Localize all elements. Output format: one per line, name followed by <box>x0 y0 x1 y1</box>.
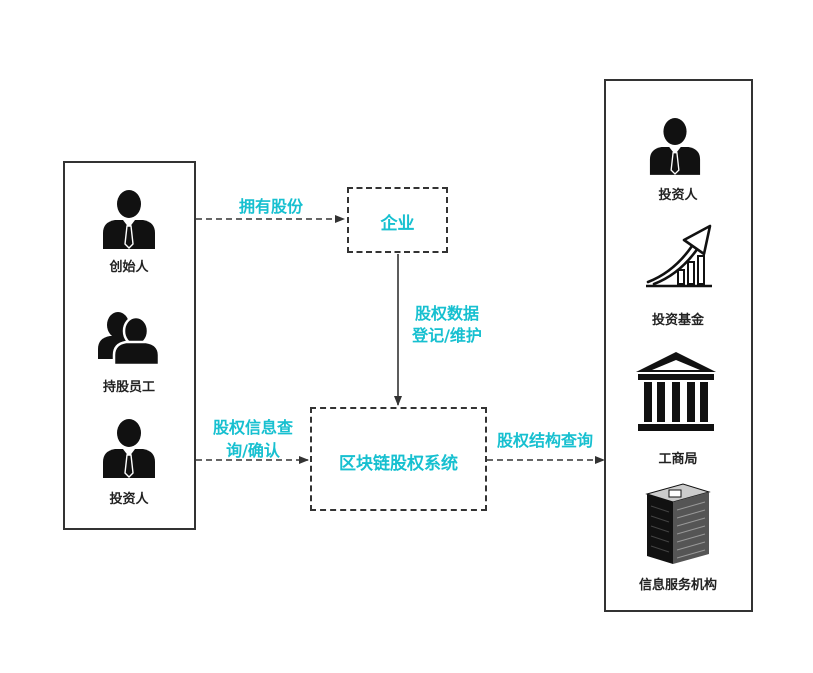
edge-label-query-line1: 股权信息查 <box>212 418 293 437</box>
businessman-icon <box>649 118 701 175</box>
actor-label-founder: 创始人 <box>109 260 149 275</box>
actor-label-investor-left: 投资人 <box>109 492 149 507</box>
edge-label-holds-shares: 拥有股份 <box>238 197 303 216</box>
growth-chart-icon <box>646 224 712 288</box>
edge-label-structure-query: 股权结构查询 <box>496 431 593 450</box>
businessman-icon <box>103 419 155 478</box>
actor-label-investor-right: 投资人 <box>658 188 698 203</box>
actor-label-employee-shareholders: 持股员工 <box>102 380 155 395</box>
enterprise-node: 企业 <box>347 187 448 253</box>
user-group-icon <box>98 312 161 367</box>
right-stakeholder-group <box>604 79 753 612</box>
system-label: 区块链股权系统 <box>339 454 458 474</box>
government-building-icon <box>636 352 716 431</box>
edge-label-register-line1: 股权数据 <box>414 304 479 323</box>
businessman-icon <box>103 190 155 249</box>
enterprise-label: 企业 <box>380 214 415 234</box>
blockchain-system-node: 区块链股权系统 <box>310 407 487 511</box>
actor-label-info-service: 信息服务机构 <box>638 578 717 593</box>
edge-label-query-line2: 询/确认 <box>226 441 280 460</box>
edge-label-register-line2: 登记/维护 <box>412 326 482 345</box>
left-stakeholder-group <box>63 161 196 530</box>
actor-label-investment-fund: 投资基金 <box>651 313 704 328</box>
actor-label-aic: 工商局 <box>658 452 698 467</box>
office-building-icon <box>645 483 711 564</box>
